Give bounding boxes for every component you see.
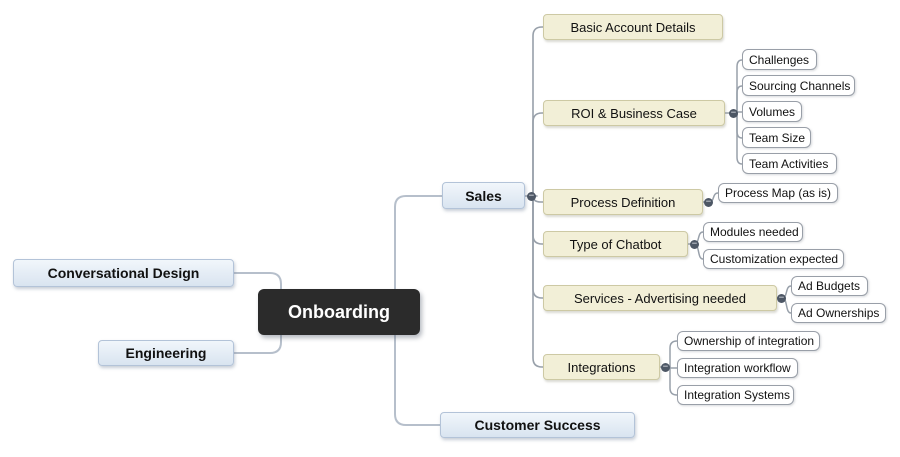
collapse-toggle-type-of-chatbot-icon[interactable]: − [690, 239, 699, 249]
leaf-challenges[interactable]: Challenges [742, 49, 817, 70]
subtopic-basic-account-details[interactable]: Basic Account Details [543, 14, 723, 40]
leaf-ownership-of-integration[interactable]: Ownership of integration [677, 331, 820, 351]
leaf-modules-needed[interactable]: Modules needed [703, 222, 803, 242]
subtopic-process-definition[interactable]: Process Definition [543, 189, 703, 215]
collapse-toggle-roi-icon[interactable]: − [729, 108, 738, 118]
collapse-toggle-integrations-icon[interactable]: − [661, 362, 670, 372]
topic-conversational-design[interactable]: Conversational Design [13, 259, 234, 287]
topic-engineering[interactable]: Engineering [98, 340, 234, 366]
subtopic-services-advertising[interactable]: Services - Advertising needed [543, 285, 777, 311]
leaf-ad-budgets[interactable]: Ad Budgets [791, 276, 868, 296]
leaf-integration-workflow[interactable]: Integration workflow [677, 358, 798, 378]
leaf-customization-expected[interactable]: Customization expected [703, 249, 844, 269]
subtopic-roi-business-case[interactable]: ROI & Business Case [543, 100, 725, 126]
topic-onboarding[interactable]: Onboarding [258, 289, 420, 335]
collapse-toggle-sales-icon[interactable]: − [527, 191, 536, 201]
collapse-toggle-process-definition-icon[interactable]: − [704, 197, 713, 207]
topic-sales[interactable]: Sales [442, 182, 525, 209]
subtopic-type-of-chatbot[interactable]: Type of Chatbot [543, 231, 688, 257]
leaf-sourcing-channels[interactable]: Sourcing Channels [742, 75, 855, 96]
topic-customer-success[interactable]: Customer Success [440, 412, 635, 438]
leaf-process-map[interactable]: Process Map (as is) [718, 183, 838, 203]
collapse-toggle-services-icon[interactable]: − [777, 293, 786, 303]
subtopic-integrations[interactable]: Integrations [543, 354, 660, 380]
leaf-integration-systems[interactable]: Integration Systems [677, 385, 794, 405]
leaf-volumes[interactable]: Volumes [742, 101, 802, 122]
leaf-ad-ownerships[interactable]: Ad Ownerships [791, 303, 886, 323]
leaf-team-size[interactable]: Team Size [742, 127, 811, 148]
leaf-team-activities[interactable]: Team Activities [742, 153, 837, 174]
